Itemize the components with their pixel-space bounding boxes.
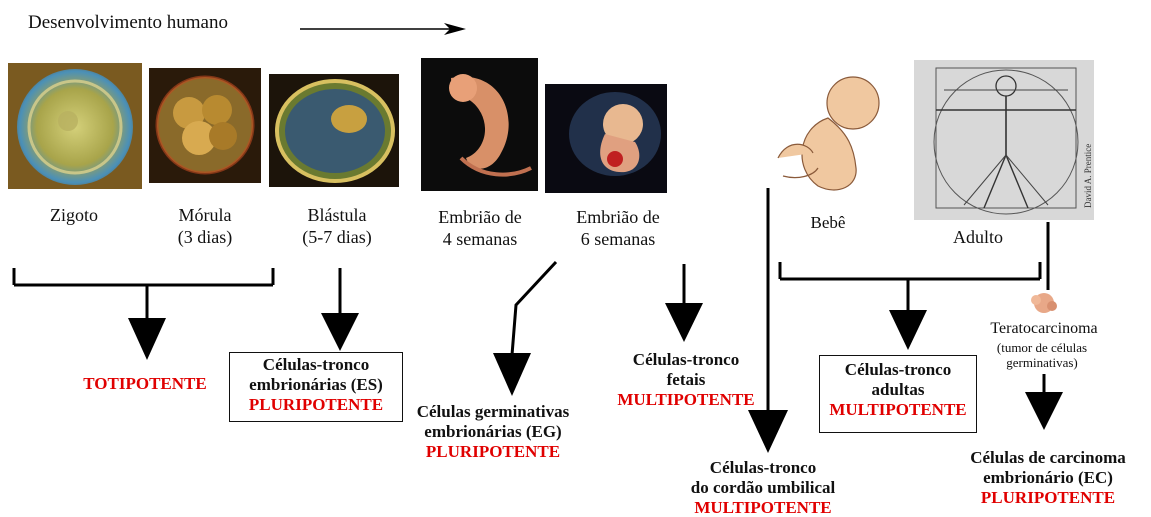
eg-cells-label: Células germinativas embrionárias (EG) P…	[398, 402, 588, 462]
tumor-icon	[1031, 293, 1057, 313]
es-cells-label: Células-tronco embrionárias (ES) PLURIPO…	[229, 355, 403, 415]
ec-potency: PLURIPOTENTE	[948, 488, 1148, 508]
es-line2: embrionárias (ES)	[229, 375, 403, 395]
fetal-line2: fetais	[605, 370, 767, 390]
cord-potency: MULTIPOTENTE	[672, 498, 854, 517]
adult-cells-label: Células-tronco adultas MULTIPOTENTE	[819, 360, 977, 420]
es-potency: PLURIPOTENTE	[229, 395, 403, 415]
adult-line2: adultas	[819, 380, 977, 400]
eg-line1: Células germinativas	[398, 402, 588, 422]
arrow-embryo-6wk	[665, 264, 703, 342]
terato-sub2: germinativas)	[972, 355, 1112, 370]
terato-sub1: (tumor de células	[972, 340, 1112, 355]
teratocarcinoma-subtitle: (tumor de células germinativas)	[972, 340, 1112, 370]
bracket-early-stages	[14, 268, 273, 360]
ec-line1: Células de carcinoma	[948, 448, 1148, 468]
fetal-line1: Células-tronco	[605, 350, 767, 370]
cord-line2: do cordão umbilical	[672, 478, 854, 498]
fetal-potency: MULTIPOTENTE	[605, 390, 767, 410]
eg-potency: PLURIPOTENTE	[398, 442, 588, 462]
arrow-umbilical-cord	[748, 188, 788, 453]
arrow-embryo-4wk	[493, 262, 556, 396]
fetal-cells-label: Células-tronco fetais MULTIPOTENTE	[605, 350, 767, 410]
title-arrow	[300, 23, 466, 35]
cord-line1: Células-tronco	[672, 458, 854, 478]
adult-potency: MULTIPOTENTE	[819, 400, 977, 420]
es-line1: Células-tronco	[229, 355, 403, 375]
adult-line1: Células-tronco	[819, 360, 977, 380]
ec-line2: embrionário (EC)	[948, 468, 1148, 488]
arrow-blastula	[321, 268, 359, 351]
totipotent-label: TOTIPOTENTE	[70, 374, 220, 394]
teratocarcinoma-label: Teratocarcinoma	[964, 318, 1124, 340]
cord-cells-label: Células-tronco do cordão umbilical MULTI…	[672, 458, 854, 517]
ec-cells-label: Células de carcinoma embrionário (EC) PL…	[948, 448, 1148, 508]
eg-line2: embrionárias (EG)	[398, 422, 588, 442]
